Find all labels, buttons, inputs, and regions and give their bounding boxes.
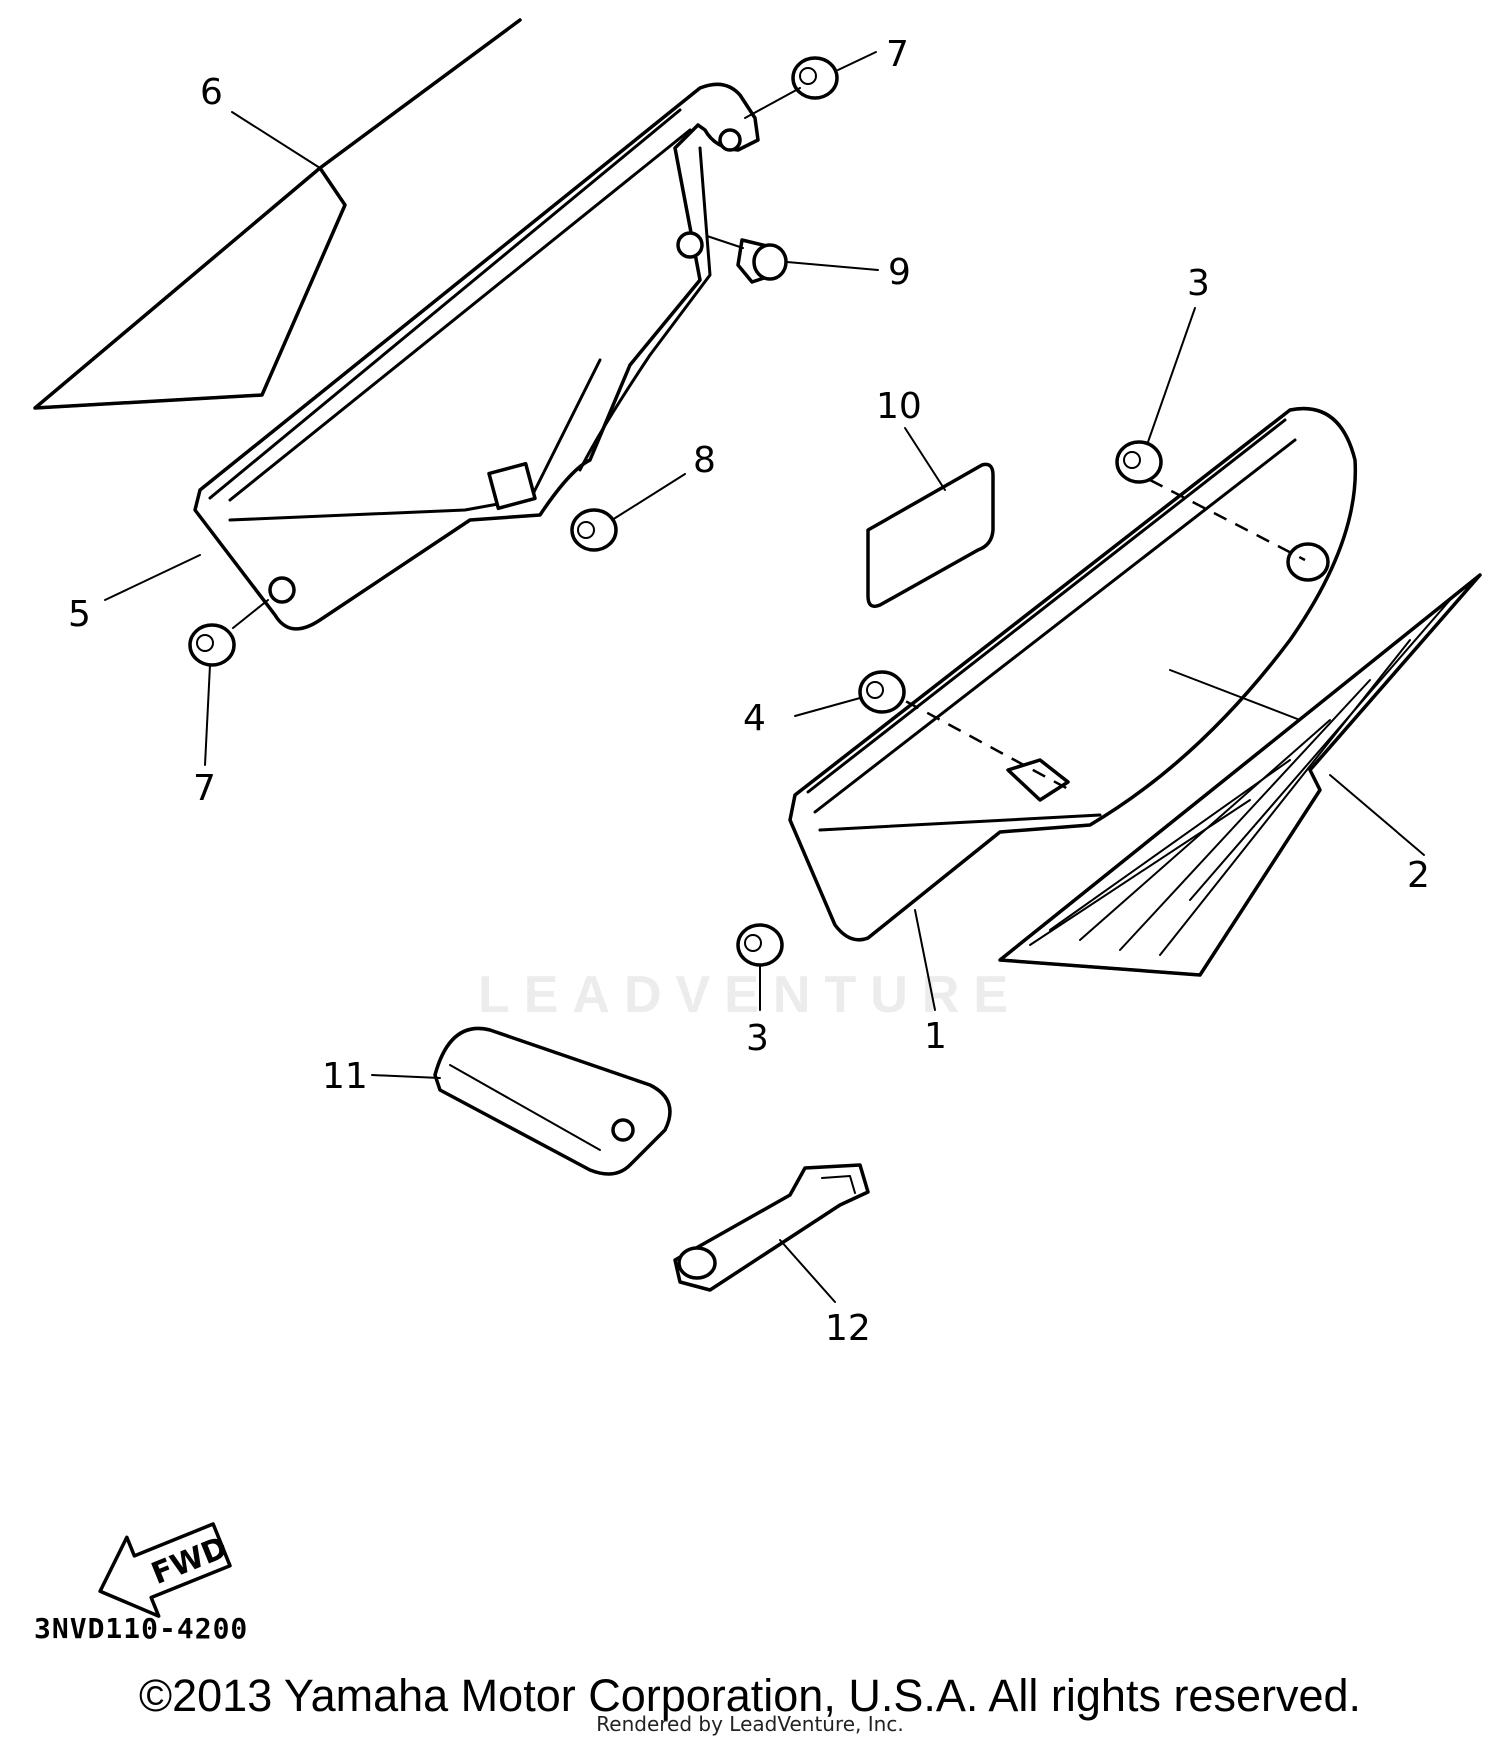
part-5-side-cover-bracket[interactable] xyxy=(193,82,760,631)
callout-2: 2 xyxy=(1407,855,1430,896)
callout-12: 12 xyxy=(825,1308,871,1349)
callout-7-top: 7 xyxy=(886,34,909,75)
part-1-side-cover[interactable] xyxy=(788,406,1358,942)
part-3-grommet-bottom[interactable] xyxy=(736,923,784,967)
watermark-text: LEADVENTURE xyxy=(477,966,1023,1024)
part-12-strap[interactable] xyxy=(673,1163,870,1292)
callout-7-bottom: 7 xyxy=(193,768,216,809)
fwd-arrow-icon: FWD xyxy=(98,1522,232,1618)
callout-1: 1 xyxy=(924,1016,947,1057)
part-11-pad[interactable] xyxy=(433,1026,672,1176)
copyright-text: ©2013 Yamaha Motor Corporation, U.S.A. A… xyxy=(138,1670,1362,1721)
callout-4: 4 xyxy=(743,698,766,739)
part-2-decal[interactable] xyxy=(998,573,1482,977)
callout-10: 10 xyxy=(876,386,922,427)
part-8-grommet[interactable] xyxy=(570,508,618,552)
part-10-emblem[interactable] xyxy=(866,462,995,609)
callout-3-bottom: 3 xyxy=(746,1018,769,1059)
part-9-collar[interactable] xyxy=(736,238,788,284)
callout-3-top: 3 xyxy=(1187,263,1210,304)
part-7-grommet-bottom[interactable] xyxy=(188,623,236,667)
part-7-grommet-top[interactable] xyxy=(791,56,839,100)
diagram-code: 3NVD110-4200 xyxy=(34,1612,249,1645)
callout-11: 11 xyxy=(322,1056,368,1097)
callout-5: 5 xyxy=(68,594,91,635)
callout-9: 9 xyxy=(888,252,911,293)
callout-6: 6 xyxy=(200,72,223,113)
rendered-by-text: Rendered by LeadVenture, Inc. xyxy=(596,1712,904,1736)
callout-8: 8 xyxy=(693,440,716,481)
part-3-grommet-top[interactable] xyxy=(1115,440,1163,484)
part-4-grommet[interactable] xyxy=(858,670,906,714)
